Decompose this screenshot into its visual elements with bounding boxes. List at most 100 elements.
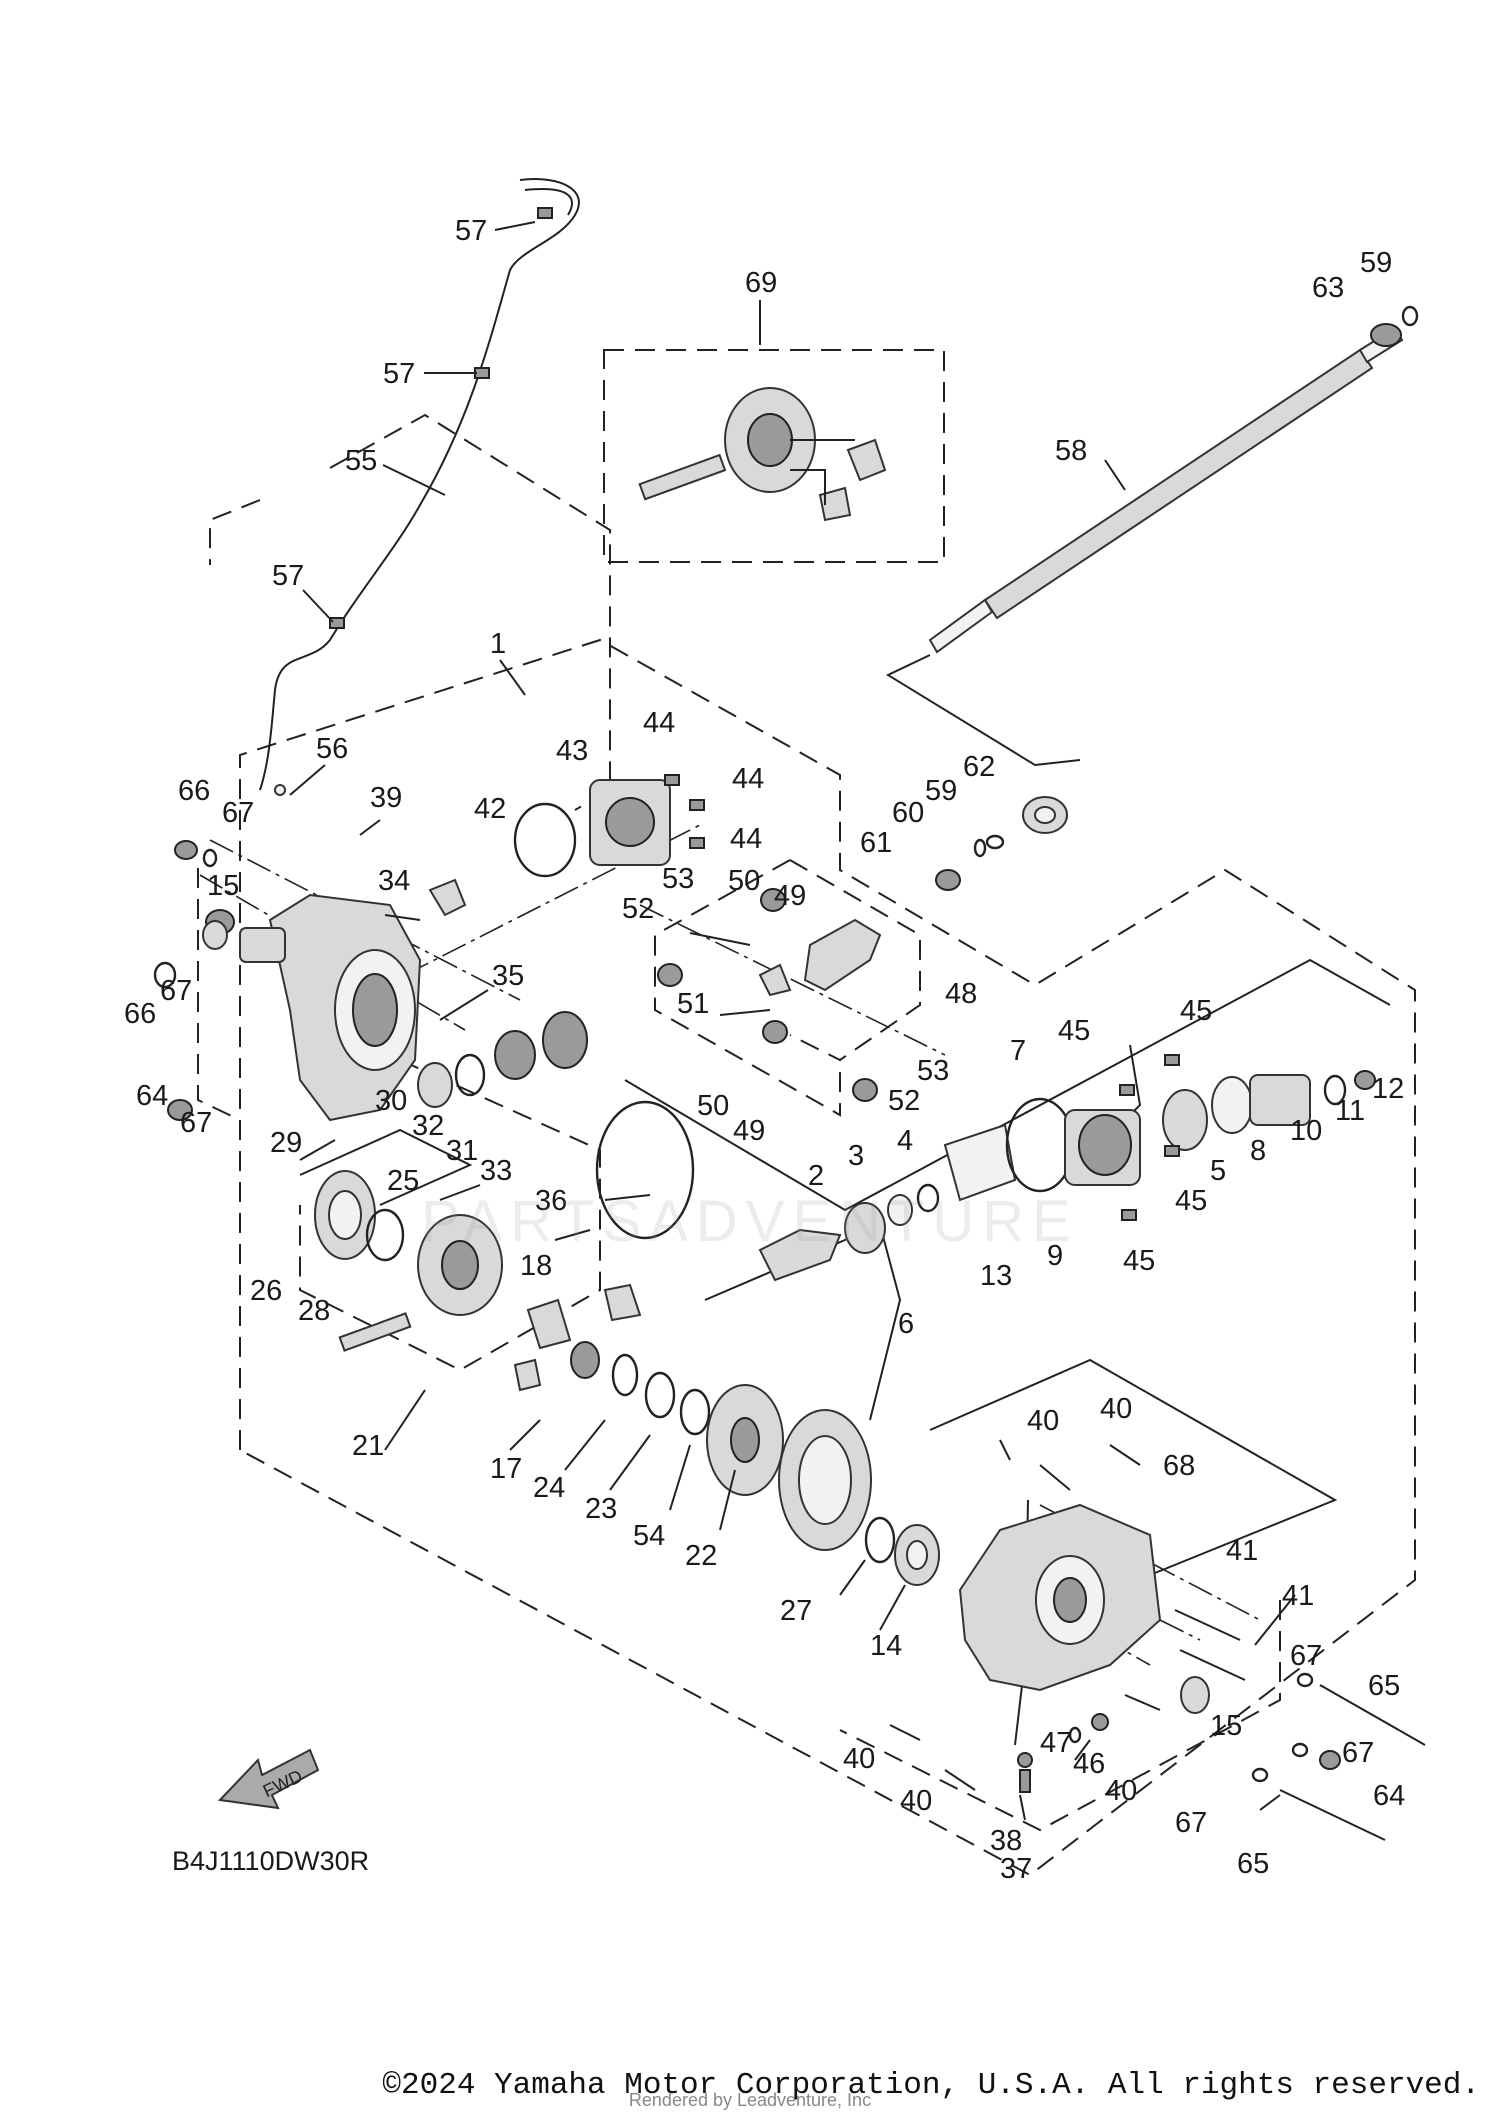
callout-67: 67 <box>160 975 192 1007</box>
callout-40: 40 <box>1105 1775 1137 1807</box>
joint-boot <box>935 796 1068 891</box>
callout-67: 67 <box>222 797 254 829</box>
group-outline-48 <box>654 859 921 1117</box>
callout-27: 27 <box>780 1595 812 1627</box>
callout-43: 43 <box>556 735 588 767</box>
rear-housing <box>958 1503 1210 1793</box>
callout-52: 52 <box>622 893 654 925</box>
callout-28: 28 <box>298 1295 330 1327</box>
assembly-outline-1 <box>239 638 1416 1877</box>
breather-hose <box>259 178 580 796</box>
callout-59: 59 <box>1360 247 1392 279</box>
callout-62: 62 <box>963 751 995 783</box>
pinion-assembly <box>758 1054 1376 1282</box>
callout-11: 11 <box>1335 1095 1365 1127</box>
callout-49: 49 <box>774 880 806 912</box>
rendered-by-note: Rendered by Leadventure, Inc <box>628 2090 872 2110</box>
callout-44: 44 <box>643 707 675 739</box>
diff-assembly-inset <box>638 387 887 522</box>
callout-53: 53 <box>917 1055 949 1087</box>
callout-57: 57 <box>272 560 304 592</box>
callout-67: 67 <box>1342 1737 1374 1769</box>
callout-18: 18 <box>520 1250 552 1282</box>
callout-13: 13 <box>980 1260 1012 1292</box>
callout-53: 53 <box>662 863 694 895</box>
copyright-notice: ©2024 Yamaha Motor Corporation, U.S.A. A… <box>382 2068 1480 2103</box>
callout-67: 67 <box>1175 1807 1207 1839</box>
leader-lines <box>289 221 1296 1821</box>
callout-31: 31 <box>446 1135 478 1167</box>
callout-40: 40 <box>1100 1393 1132 1425</box>
callout-29: 29 <box>270 1127 302 1159</box>
callout-69: 69 <box>745 267 777 299</box>
callout-67: 67 <box>1290 1640 1322 1672</box>
callout-24: 24 <box>533 1472 565 1504</box>
callout-41: 41 <box>1226 1535 1258 1567</box>
callout-64: 64 <box>136 1080 168 1112</box>
callout-66: 66 <box>124 998 156 1030</box>
callout-15: 15 <box>207 870 239 902</box>
callout-55: 55 <box>345 445 377 477</box>
callout-35: 35 <box>492 960 524 992</box>
callout-12: 12 <box>1372 1073 1404 1105</box>
callout-50: 50 <box>728 865 760 897</box>
callout-26: 26 <box>250 1275 282 1307</box>
callout-33: 33 <box>480 1155 512 1187</box>
callout-49: 49 <box>733 1115 765 1147</box>
group-outline-right-cover <box>839 1600 1281 1832</box>
drive-shaft <box>928 305 1419 654</box>
callout-41: 41 <box>1282 1580 1314 1612</box>
callout-14: 14 <box>870 1630 902 1662</box>
callout-40: 40 <box>843 1743 875 1775</box>
callout-37: 37 <box>1000 1853 1032 1885</box>
group-outline-diff <box>299 1059 601 1372</box>
callout-36: 36 <box>535 1185 567 1217</box>
callout-54: 54 <box>633 1520 665 1552</box>
callout-3: 3 <box>848 1140 864 1172</box>
callout-17: 17 <box>490 1453 522 1485</box>
callout-63: 63 <box>1312 272 1344 304</box>
callout-40: 40 <box>1027 1405 1059 1437</box>
callout-23: 23 <box>585 1493 617 1525</box>
callout-64: 64 <box>1373 1780 1405 1812</box>
callout-45: 45 <box>1175 1185 1207 1217</box>
callout-51: 51 <box>677 988 709 1020</box>
callout-15: 15 <box>1210 1710 1242 1742</box>
fwd-arrow-icon: FWD <box>217 1748 320 1810</box>
callout-5: 5 <box>1210 1155 1226 1187</box>
callout-40: 40 <box>900 1785 932 1817</box>
callout-1: 1 <box>490 628 506 660</box>
universal-joint <box>657 888 882 1102</box>
callout-65: 65 <box>1237 1848 1269 1880</box>
callout-45: 45 <box>1058 1015 1090 1047</box>
callout-45: 45 <box>1180 995 1212 1027</box>
callout-39: 39 <box>370 782 402 814</box>
group-outline-left-housing <box>197 499 261 1121</box>
callout-61: 61 <box>860 827 892 859</box>
callout-44: 44 <box>732 763 764 795</box>
callout-45: 45 <box>1123 1245 1155 1277</box>
callout-57: 57 <box>383 358 415 390</box>
gear-cluster <box>417 1011 695 1240</box>
callout-66: 66 <box>178 775 210 807</box>
callout-65: 65 <box>1368 1670 1400 1702</box>
callout-30: 30 <box>375 1085 407 1117</box>
callout-48: 48 <box>945 978 977 1010</box>
watermark-text: PARTSADVENTURE <box>421 1189 1079 1254</box>
callout-4: 4 <box>897 1125 913 1157</box>
assembly-outline-69 <box>603 349 945 563</box>
callout-68: 68 <box>1163 1450 1195 1482</box>
callout-6: 6 <box>898 1308 914 1340</box>
cover-assembly <box>513 774 705 878</box>
callout-57: 57 <box>455 215 487 247</box>
callout-25: 25 <box>387 1165 419 1197</box>
callout-38: 38 <box>990 1825 1022 1857</box>
differential-parts <box>314 1170 940 1586</box>
bracket-lines <box>299 654 1391 1746</box>
callout-34: 34 <box>378 865 410 897</box>
callout-44: 44 <box>730 823 762 855</box>
callout-2: 2 <box>808 1160 824 1192</box>
callout-60: 60 <box>892 797 924 829</box>
